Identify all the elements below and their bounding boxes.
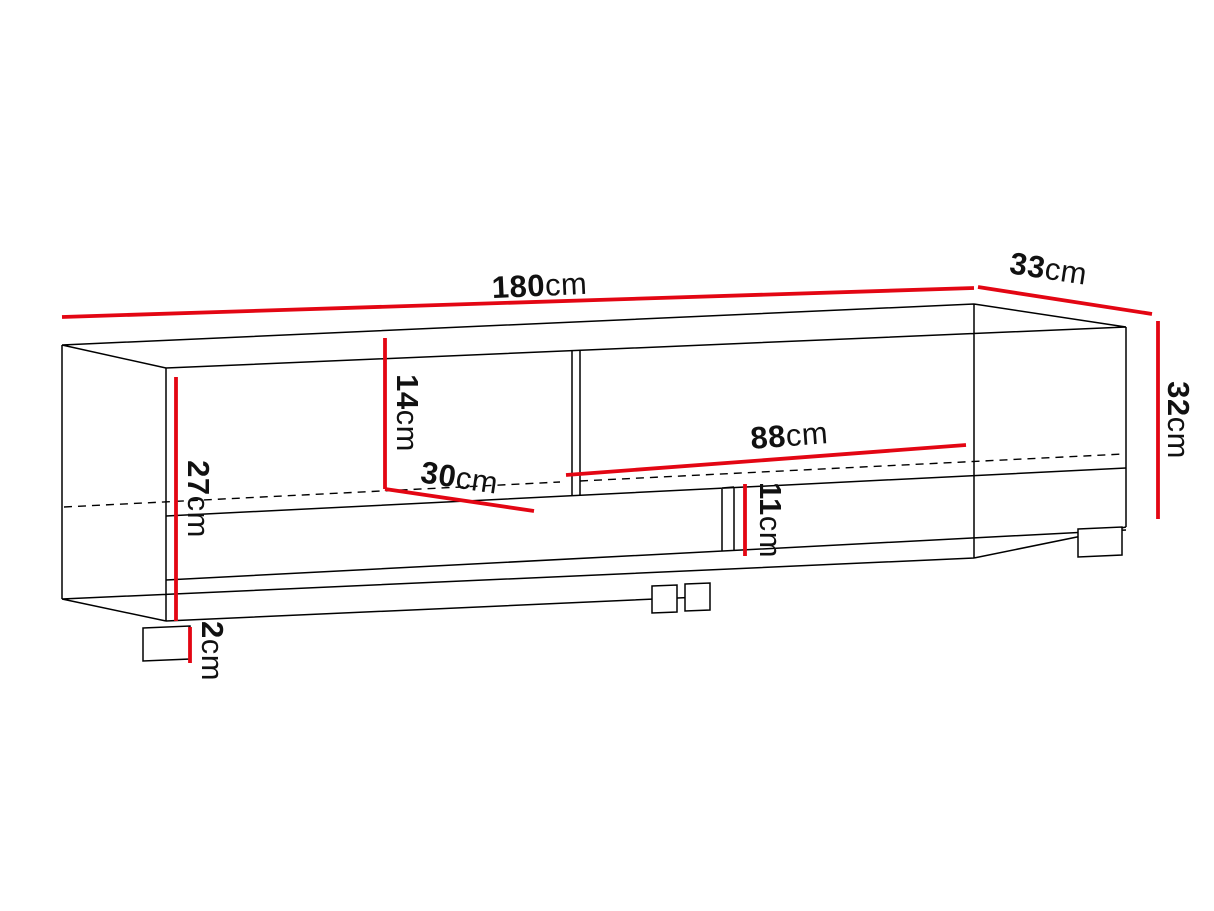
cabinet-legs (142, 526, 1123, 662)
dimension-label-width: 180cm (491, 266, 588, 305)
dimension-label-interior-height: 27cm (181, 460, 216, 538)
cabinet-interior-edges (165, 350, 1127, 581)
hidden-shelf-edge (63, 453, 1125, 508)
dimension-labels: 180cm 33cm 32cm 27cm 2cm 14cm 30cm 88cm … (181, 245, 1196, 681)
dimension-label-depth: 33cm (1007, 245, 1089, 291)
dimension-label-upper-compartment: 14cm (390, 374, 425, 452)
dimension-line-width (61, 286, 975, 319)
dimension-lines (61, 285, 1160, 663)
cabinet-line-art (61, 303, 1127, 622)
dimension-label-leg-height: 2cm (195, 621, 230, 681)
leg-middle-a (651, 584, 678, 614)
hidden-edges (63, 453, 1125, 508)
leg-back-right (1077, 526, 1123, 558)
dimension-line-compartment-width (565, 443, 967, 477)
dimension-label-compartment-width: 88cm (749, 415, 829, 456)
cabinet-outline (61, 303, 1127, 622)
dimension-label-niche-height: 11cm (753, 482, 788, 558)
leg-front-left (142, 625, 191, 662)
dimension-label-shelf-depth: 30cm (418, 454, 500, 500)
leg-middle-b (684, 582, 711, 612)
dimension-label-height: 32cm (1161, 381, 1196, 459)
dimension-line-shelf-depth (384, 487, 535, 513)
dimension-line-depth (977, 285, 1153, 316)
